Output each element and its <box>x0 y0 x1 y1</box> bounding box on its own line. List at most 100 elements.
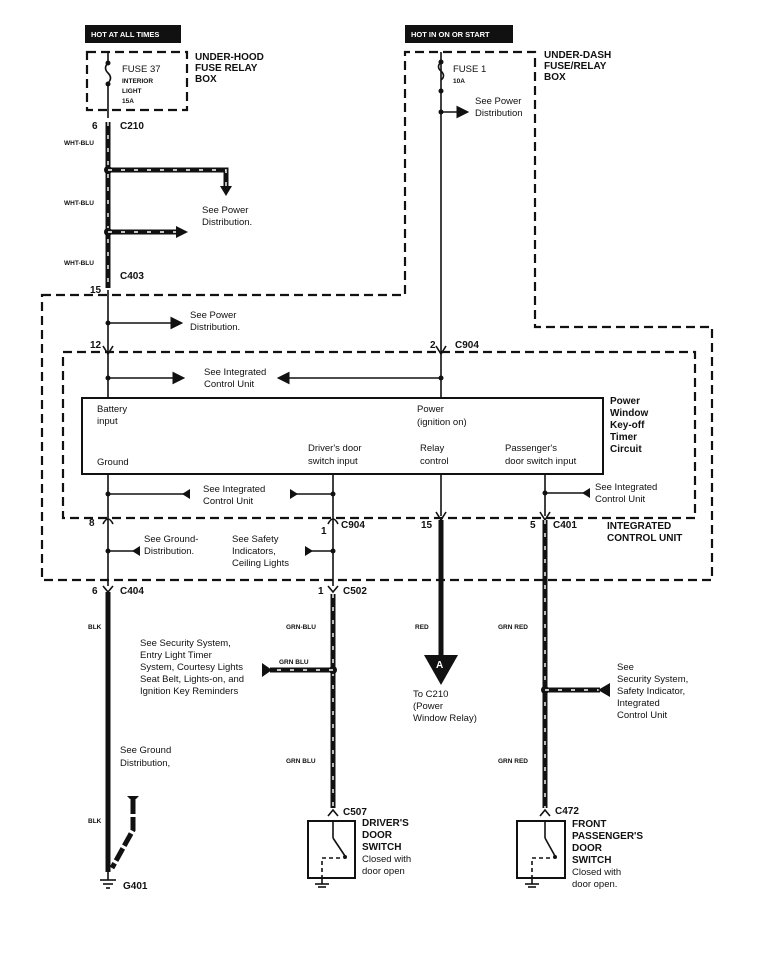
terminal-label: control <box>420 456 449 467</box>
svg-text:DOOR: DOOR <box>362 830 393 841</box>
svg-text:PASSENGER'S: PASSENGER'S <box>572 831 643 842</box>
svg-text:FRONT: FRONT <box>572 819 606 830</box>
passenger-door-switch-label: FRONT PASSENGER'S DOOR SWITCH Closed wit… <box>572 819 643 890</box>
svg-text:Safety Indicator,: Safety Indicator, <box>617 686 685 697</box>
svg-text:door open.: door open. <box>572 879 617 890</box>
terminal-label: (ignition on) <box>417 417 467 428</box>
pin-number: 15 <box>421 520 433 531</box>
note: See Power <box>202 205 248 216</box>
fuse-label: 15A <box>122 98 134 105</box>
note: Distribution <box>475 108 523 119</box>
svg-text:Window: Window <box>610 408 648 419</box>
note: See Power <box>190 310 236 321</box>
terminal-label: Passenger's <box>505 443 557 454</box>
fuse-label: LIGHT <box>122 88 142 95</box>
note: See Ground- <box>144 534 198 545</box>
svg-text:Integrated: Integrated <box>617 698 660 709</box>
wire-color-label: RED <box>415 624 429 631</box>
connector-label: C403 <box>120 271 144 282</box>
svg-text:DOOR: DOOR <box>572 843 603 854</box>
terminal-label: Relay <box>420 443 445 454</box>
ground-icon <box>100 872 116 889</box>
connector-label: C502 <box>343 586 367 597</box>
fuse-label: FUSE 1 <box>453 64 486 75</box>
box-label: BOX <box>195 74 217 85</box>
box-label: FUSE/RELAY <box>544 61 607 72</box>
wht-blu-wire <box>104 122 232 288</box>
fuse-label: FUSE 37 <box>122 64 161 75</box>
connector-a-icon <box>424 655 458 685</box>
connector-label: C401 <box>553 520 577 531</box>
svg-text:Circuit: Circuit <box>610 444 642 455</box>
note: Distribution. <box>144 546 194 557</box>
icu-label: CONTROL UNIT <box>607 533 682 544</box>
wire-color-label: GRN BLU <box>286 758 316 765</box>
wire-color-label: BLK <box>88 818 102 825</box>
timer-circuit-title: Power Window Key-off Timer Circuit <box>610 396 648 455</box>
note: Ceiling Lights <box>232 558 289 569</box>
fuse-label: INTERIOR <box>122 78 153 85</box>
terminal-label: Battery <box>97 404 127 415</box>
svg-text:SWITCH: SWITCH <box>572 855 611 866</box>
wire-color-label: WHT-BLU <box>64 260 94 267</box>
icu-label: INTEGRATED <box>607 521 671 532</box>
hot-in-on-or-start-label: HOT IN ON OR START <box>405 25 513 43</box>
wire-color-label: GRN RED <box>498 624 528 631</box>
wire-color-label: GRN-BLU <box>286 624 316 631</box>
terminal-label: door switch input <box>505 456 577 467</box>
box-label: UNDER-DASH <box>544 50 611 61</box>
svg-text:Closed with: Closed with <box>362 854 411 865</box>
note: Window Relay) <box>413 713 477 724</box>
terminal-label: switch input <box>308 456 358 467</box>
integrated-control-unit-boundary <box>40 50 714 582</box>
wire-color-label: BLK <box>88 624 102 631</box>
svg-text:SWITCH: SWITCH <box>362 842 401 853</box>
timer-circuit-box <box>81 397 604 475</box>
terminal-label: Driver's door <box>308 443 362 454</box>
svg-text:Closed with: Closed with <box>572 867 621 878</box>
pin-number: 15 <box>90 285 102 296</box>
driver-door-switch-icon <box>307 820 356 888</box>
pin-number: 5 <box>530 520 536 531</box>
svg-text:Seat Belt, Lights-on, and: Seat Belt, Lights-on, and <box>140 674 244 685</box>
svg-text:Security System,: Security System, <box>617 674 688 685</box>
svg-text:DRIVER'S: DRIVER'S <box>362 818 409 829</box>
note: Indicators, <box>232 546 276 557</box>
connector-label: C472 <box>555 806 579 817</box>
wire-color-label: GRN RED <box>498 758 528 765</box>
note: See Integrated <box>203 484 265 495</box>
wire-color-label: WHT-BLU <box>64 140 94 147</box>
svg-text:See Security System,: See Security System, <box>140 638 231 649</box>
note: To C210 <box>413 689 448 700</box>
fuse-label: 10A <box>453 78 465 85</box>
fuse-37-icon <box>104 52 112 118</box>
box-label: FUSE RELAY <box>195 63 258 74</box>
connector-label: C507 <box>343 807 367 818</box>
note: Control Unit <box>204 379 255 390</box>
svg-text:System, Courtesy Lights: System, Courtesy Lights <box>140 662 243 673</box>
battery-feed-wire <box>102 290 447 400</box>
note: Control Unit <box>595 494 646 505</box>
note: See Integrated <box>595 482 657 493</box>
pin-number: 6 <box>92 121 98 132</box>
grn-red-wire <box>541 520 610 808</box>
timer-circuit-boundary <box>61 350 697 520</box>
pin-number: 2 <box>430 340 436 351</box>
connector-label: C904 <box>341 520 365 531</box>
under-hood-fuse-box <box>85 50 189 112</box>
note: See Ground <box>120 745 171 756</box>
pin-number: 8 <box>89 518 95 529</box>
pin-number: 6 <box>92 586 98 597</box>
terminal-label: input <box>97 416 118 427</box>
svg-text:HOT AT ALL TIMES: HOT AT ALL TIMES <box>91 30 159 39</box>
svg-text:HOT IN ON OR START: HOT IN ON OR START <box>411 30 490 39</box>
blk-ground-wire <box>105 592 139 872</box>
terminal-label: Ground <box>97 457 129 468</box>
wire-color-label: GRN BLU <box>279 659 309 666</box>
svg-text:A: A <box>436 660 443 671</box>
note: See Integrated <box>204 367 266 378</box>
terminal-label: Power <box>417 404 444 415</box>
box-label: BOX <box>544 72 566 83</box>
pin-number: 1 <box>321 526 327 537</box>
